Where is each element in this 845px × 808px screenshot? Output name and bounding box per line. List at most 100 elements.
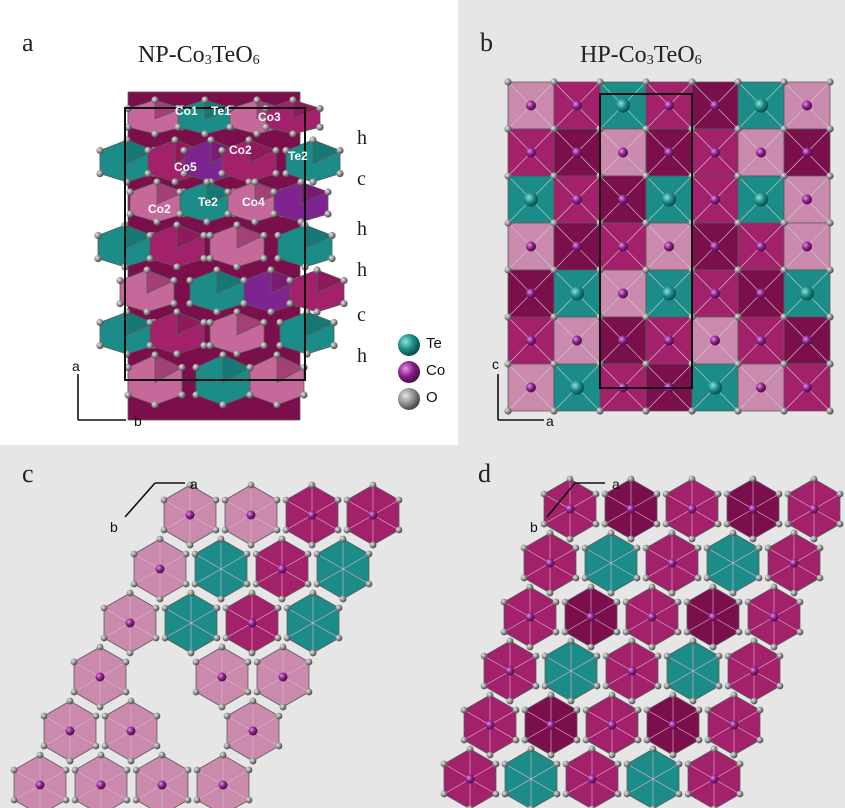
- oxygen-atom: [233, 221, 241, 229]
- oxygen-atom: [683, 598, 691, 606]
- oxygen-atom: [170, 276, 178, 285]
- oxygen-atom: [780, 125, 788, 133]
- oxygen-atom: [309, 589, 317, 597]
- oxygen-atom: [152, 604, 160, 612]
- oxygen-atom: [750, 637, 758, 645]
- co-atom: [95, 672, 105, 682]
- co-atom: [802, 194, 812, 205]
- oxygen-atom: [744, 628, 752, 636]
- oxygen-atom: [219, 751, 227, 759]
- oxygen-atom: [96, 342, 104, 350]
- oxygen-atom: [244, 688, 252, 696]
- oxygen-atom: [649, 805, 657, 808]
- oxygen-atom: [283, 604, 291, 612]
- oxygen-atom: [695, 736, 703, 744]
- oxygen-atom: [688, 535, 696, 543]
- oxygen-atom: [193, 766, 201, 774]
- oxygen-atom: [622, 628, 630, 636]
- oxygen-atom: [642, 574, 650, 582]
- co-atom: [802, 147, 812, 158]
- oxygen-atom: [642, 313, 650, 321]
- oxygen-atom: [222, 634, 230, 642]
- oxygen-atom: [186, 481, 194, 489]
- oxygen-atom: [186, 300, 194, 308]
- oxygen-atom: [249, 697, 257, 705]
- oxygen-atom: [684, 760, 692, 768]
- oxygen-atom: [94, 255, 102, 263]
- oxygen-atom: [122, 688, 130, 696]
- oxygen-atom: [500, 598, 508, 606]
- oxygen-atom: [734, 407, 742, 415]
- oxygen-atom: [283, 634, 291, 642]
- oxygen-atom: [186, 276, 194, 285]
- legend-te: Te: [426, 335, 442, 352]
- oxygen-atom: [160, 496, 168, 504]
- oxygen-atom: [573, 706, 581, 714]
- oxygen-atom: [634, 706, 642, 714]
- oxygen-atom: [562, 760, 570, 768]
- co-atom: [465, 774, 475, 784]
- oxygen-atom: [567, 697, 575, 705]
- oxygen-atom: [334, 526, 342, 534]
- oxygen-atom: [212, 526, 220, 534]
- co-atom: [769, 612, 779, 622]
- octahedron-facet: [216, 269, 246, 294]
- oxygen-atom: [695, 706, 703, 714]
- oxygen-atom: [275, 712, 283, 720]
- oxygen-atom: [755, 544, 763, 552]
- oxygen-atom: [562, 790, 570, 798]
- octahedron-facet: [146, 269, 176, 294]
- octahedron-facet: [206, 181, 236, 205]
- oxygen-atom: [152, 634, 160, 642]
- legend-o: O: [426, 389, 438, 406]
- co-atom: [485, 720, 495, 730]
- oxygen-atom: [240, 276, 248, 285]
- oxygen-atom: [278, 535, 286, 543]
- oxygen-atom: [642, 78, 650, 86]
- oxygen-atom: [286, 300, 294, 308]
- oxygen-atom: [504, 266, 512, 274]
- oxygen-atom: [602, 652, 610, 660]
- co-atom: [710, 100, 720, 111]
- oxygen-atom: [581, 574, 589, 582]
- oxygen-atom: [10, 796, 18, 804]
- oxygen-atom: [218, 170, 226, 178]
- oxygen-atom: [260, 342, 268, 350]
- co-atom: [627, 666, 637, 676]
- co-atom: [185, 510, 195, 520]
- oxygen-atom: [553, 760, 561, 768]
- oxygen-atom: [501, 760, 509, 768]
- oxygen-atom: [663, 652, 671, 660]
- oxygen-atom: [440, 760, 448, 768]
- oxygen-atom: [826, 172, 834, 180]
- oxygen-atom: [289, 130, 297, 138]
- oxygen-atom: [643, 706, 651, 714]
- oxygen-atom: [735, 598, 743, 606]
- oxygen-atom: [153, 178, 161, 186]
- co-atom: [756, 335, 766, 346]
- oxygen-atom: [40, 742, 48, 750]
- oxygen-atom: [572, 574, 580, 582]
- oxygen-atom: [365, 550, 373, 558]
- oxygen-atom: [683, 628, 691, 636]
- co-atom: [368, 510, 378, 520]
- panel-c-label: c: [22, 459, 34, 488]
- oxygen-atom: [730, 751, 738, 759]
- oxygen-atom: [776, 652, 784, 660]
- axis-label-b: b: [134, 413, 142, 429]
- co-atom: [218, 780, 228, 790]
- oxygen-atom: [492, 760, 500, 768]
- hp-structure-drawing: [497, 78, 834, 421]
- oxygen-atom: [126, 649, 134, 657]
- oxygen-atom: [596, 78, 604, 86]
- oxygen-atom: [213, 308, 221, 316]
- oxygen-atom: [836, 490, 844, 498]
- oxygen-atom: [123, 766, 131, 774]
- oxygen-atom: [100, 634, 108, 642]
- oxygen-atom: [144, 146, 152, 155]
- oxygen-atom: [826, 266, 834, 274]
- oxygen-atom: [92, 712, 100, 720]
- co-atom: [618, 147, 628, 158]
- oxygen-atom: [244, 658, 252, 666]
- oxygen-atom: [527, 745, 535, 753]
